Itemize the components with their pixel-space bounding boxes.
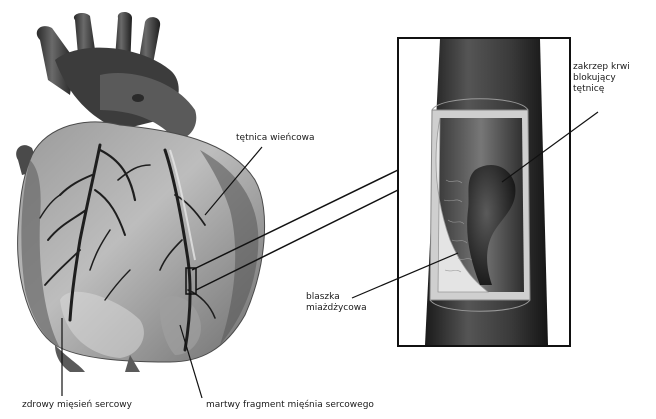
label-plaque: blaszka miażdżycowa <box>306 292 367 314</box>
label-clot: zakrzep krwi blokujący tętnicę <box>573 62 630 95</box>
label-coronary-artery: tętnica wieńcowa <box>236 133 315 144</box>
heart <box>18 122 265 372</box>
artery-inset <box>398 38 570 346</box>
label-healthy-muscle: zdrowy mięsień sercowy <box>22 400 132 411</box>
label-dead-muscle: martwy fragment mięśnia sercowego <box>206 400 374 411</box>
